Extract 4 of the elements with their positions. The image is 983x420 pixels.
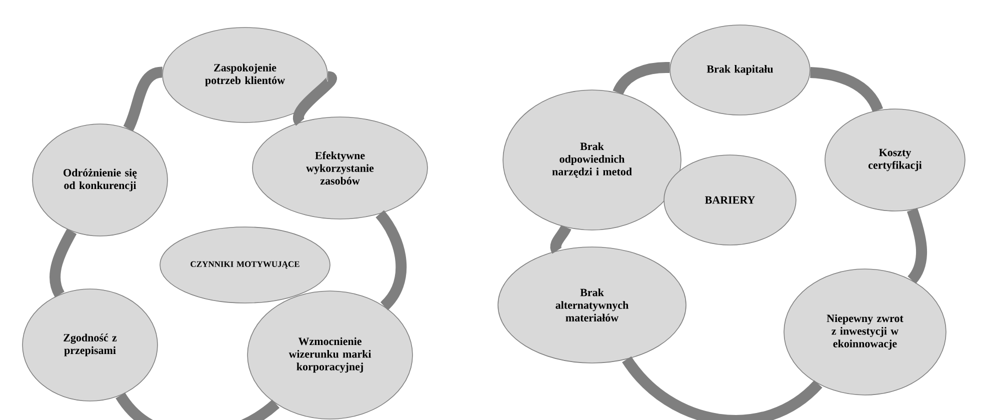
ring-segment — [293, 71, 337, 124]
ring-segment — [116, 392, 280, 420]
ring-segment — [550, 225, 572, 254]
ring-segment — [622, 356, 822, 420]
